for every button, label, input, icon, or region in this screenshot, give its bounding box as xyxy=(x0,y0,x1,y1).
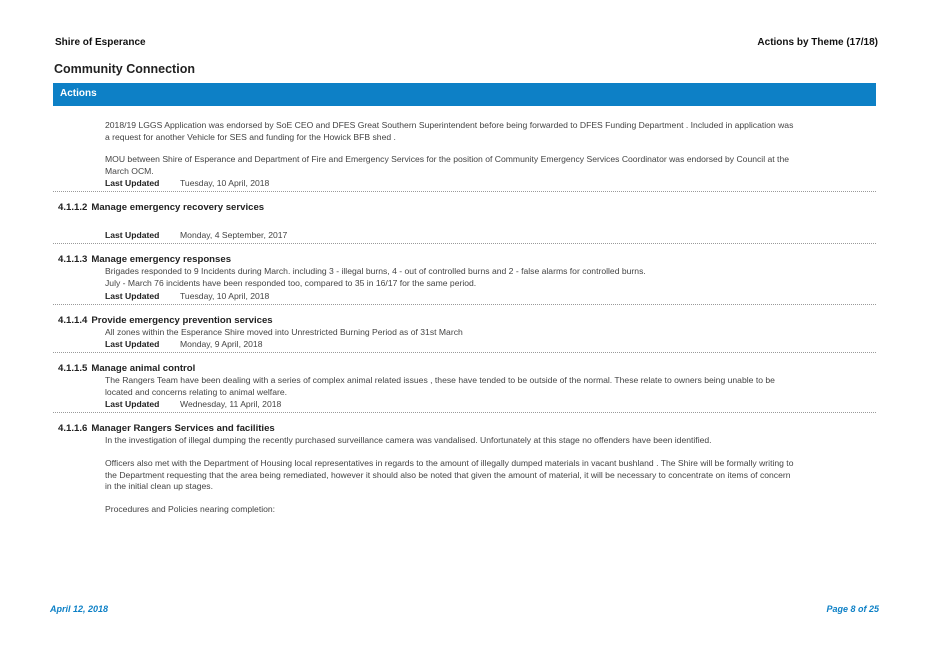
divider xyxy=(53,243,876,245)
last-updated-date: Monday, 9 April, 2018 xyxy=(180,339,263,350)
divider xyxy=(53,352,876,354)
action-title: Manage animal control xyxy=(91,363,196,375)
action-number: 4.1.1.5 xyxy=(58,363,88,375)
last-updated: Last Updated Monday, 4 September, 2017 xyxy=(105,229,876,241)
report-title: Actions by Theme (17/18) xyxy=(757,37,878,48)
last-updated-label: Last Updated xyxy=(105,290,160,301)
action-title: Manage emergency responses xyxy=(91,254,232,266)
action-title: Manage emergency recovery services xyxy=(91,202,265,214)
actions-content: 2018/19 LGGS Application was endorsed by… xyxy=(53,120,876,515)
last-updated-date: Monday, 4 September, 2017 xyxy=(180,230,288,241)
last-updated-date: Tuesday, 10 April, 2018 xyxy=(180,178,270,189)
divider xyxy=(53,191,876,193)
intro-paragraph-1: 2018/19 LGGS Application was endorsed by… xyxy=(105,120,794,142)
footer-date: April 12, 2018 xyxy=(50,604,109,614)
action-title: Manager Rangers Services and facilities xyxy=(91,423,275,435)
action-text: In the investigation of illegal dumping … xyxy=(105,435,712,446)
action-number: 4.1.1.4 xyxy=(58,314,88,326)
action-text: July - March 76 incidents have been resp… xyxy=(105,277,477,288)
action-title: Provide emergency prevention services xyxy=(91,314,273,326)
actions-bar-label: Actions xyxy=(60,88,97,99)
last-updated: Last Updated Monday, 9 April, 2018 xyxy=(105,338,876,350)
action-text: Brigades responded to 9 Incidents during… xyxy=(105,266,646,277)
action-text: Officers also met with the Department of… xyxy=(105,457,794,492)
last-updated-label: Last Updated xyxy=(105,399,160,410)
last-updated-date: Tuesday, 10 April, 2018 xyxy=(180,290,270,301)
last-updated: Last Updated Tuesday, 10 April, 2018 xyxy=(105,177,876,189)
action-text: The Rangers Team have been dealing with … xyxy=(105,375,775,397)
divider xyxy=(53,412,876,414)
last-updated: Last Updated Tuesday, 10 April, 2018 xyxy=(105,290,876,302)
action-text: All zones within the Esperance Shire mov… xyxy=(105,326,463,337)
last-updated-label: Last Updated xyxy=(105,178,160,189)
intro-paragraph-2: MOU between Shire of Esperance and Depar… xyxy=(105,154,790,176)
last-updated-label: Last Updated xyxy=(105,230,160,241)
divider xyxy=(53,303,876,305)
last-updated: Last Updated Wednesday, 11 April, 2018 xyxy=(105,398,876,410)
action-text: Procedures and Policies nearing completi… xyxy=(105,503,276,514)
last-updated-label: Last Updated xyxy=(105,339,160,350)
spacer xyxy=(53,214,876,229)
action-number: 4.1.1.3 xyxy=(58,254,88,266)
page-number: Page 8 of 25 xyxy=(826,604,879,614)
actions-bar: Actions xyxy=(53,83,876,106)
section-title: Community Connection xyxy=(54,62,195,76)
action-number: 4.1.1.6 xyxy=(58,423,88,435)
action-number: 4.1.1.2 xyxy=(58,202,88,214)
org-name: Shire of Esperance xyxy=(55,37,146,48)
last-updated-date: Wednesday, 11 April, 2018 xyxy=(180,399,282,410)
